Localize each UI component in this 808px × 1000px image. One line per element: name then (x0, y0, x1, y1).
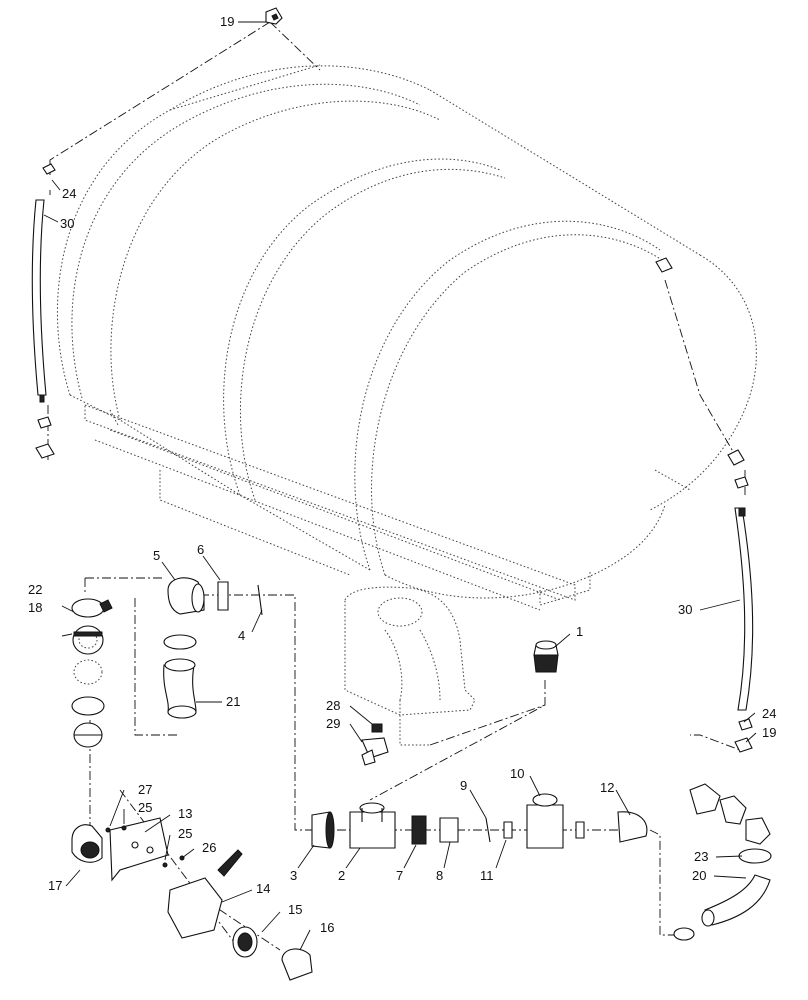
callout-28: 28 (326, 698, 340, 713)
callout-11: 11 (480, 868, 494, 883)
callout-23: 23 (694, 849, 708, 864)
callout-25-lower: 25 (178, 826, 192, 841)
callout-25: 25 (138, 800, 152, 815)
ball-valve-group (167, 849, 313, 981)
elbow-hose-20 (673, 783, 772, 941)
cap-1 (533, 640, 559, 673)
callout-30-right: 30 (678, 602, 692, 617)
callout-18: 18 (28, 600, 42, 615)
callout-17: 17 (48, 878, 62, 893)
callout-10: 10 (510, 766, 524, 781)
callout-26: 26 (202, 840, 216, 855)
assembly-centerlines (47, 21, 746, 951)
valve-28-29 (361, 723, 389, 766)
hose-30-right (655, 257, 754, 753)
callout-13: 13 (178, 806, 192, 821)
callout-7: 7 (396, 868, 403, 883)
callout-19: 19 (220, 14, 234, 29)
callout-20: 20 (692, 868, 706, 883)
plumbing-line (311, 793, 648, 849)
callout-30: 30 (60, 216, 74, 231)
callout-1: 1 (576, 624, 583, 639)
callout-leaders (43, 21, 757, 951)
callout-27: 27 (138, 782, 152, 797)
callout-9: 9 (460, 778, 467, 793)
callout-24: 24 (62, 186, 76, 201)
callout-labels: 19 24 30 5 6 22 18 4 21 1 30 28 29 24 19… (28, 14, 776, 935)
hose-30-left (31, 163, 56, 459)
mounting-bracket (105, 817, 185, 882)
callout-5: 5 (153, 548, 160, 563)
callout-12: 12 (600, 780, 614, 795)
callout-22: 22 (28, 582, 42, 597)
tank-phantom (56, 64, 757, 599)
coupler-stack-left (71, 598, 113, 863)
callout-15: 15 (288, 902, 302, 917)
callout-3: 3 (290, 868, 297, 883)
callout-24-right: 24 (762, 706, 776, 721)
callout-14: 14 (256, 881, 270, 896)
callout-21: 21 (226, 694, 240, 709)
callout-2: 2 (338, 868, 345, 883)
callout-6: 6 (197, 542, 204, 557)
fitting-19-top (265, 7, 283, 25)
frame-phantom (84, 404, 691, 746)
elbow-hose-assembly (163, 577, 263, 719)
callout-19-right: 19 (762, 725, 776, 740)
callout-8: 8 (436, 868, 443, 883)
callout-4: 4 (238, 628, 245, 643)
callout-29: 29 (326, 716, 340, 731)
callout-16: 16 (320, 920, 334, 935)
